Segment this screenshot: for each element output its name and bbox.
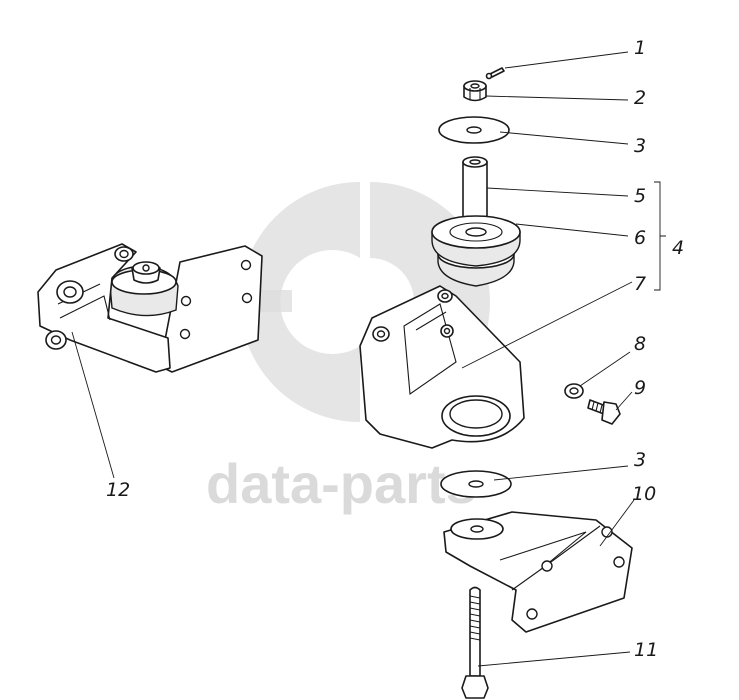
- leader-9: [615, 391, 633, 411]
- leader-11: [477, 651, 631, 667]
- leader-2: [485, 95, 629, 101]
- lower-bracket-part-10: [443, 511, 633, 633]
- washer-bottom-part-3: [440, 470, 512, 498]
- leader-8: [579, 351, 631, 387]
- castle-nut-part-2: [463, 80, 487, 102]
- callout-12: 12: [106, 479, 130, 501]
- callout-labels: 1 2 3 5 6 4 7 8 9 3 10 11 12: [106, 37, 684, 661]
- leader-3-bottom: [493, 465, 629, 481]
- callout-8: 8: [634, 333, 646, 355]
- assembled-mount-part-12: [37, 243, 263, 373]
- callout-1: 1: [634, 37, 646, 59]
- rubber-cushion-part-6: [431, 215, 521, 287]
- cotter-pin-part-1: [485, 67, 505, 80]
- bracket-4: [654, 181, 666, 291]
- callout-4: 4: [672, 237, 684, 259]
- callout-6: 6: [634, 227, 646, 249]
- leader-7: [461, 281, 633, 369]
- leader-12: [71, 331, 115, 479]
- callout-9: 9: [634, 377, 646, 399]
- support-bracket-part-7: [359, 285, 525, 449]
- callout-7: 7: [634, 273, 646, 295]
- sleeve-part-5: [462, 156, 488, 227]
- callout-11: 11: [634, 639, 658, 661]
- leader-1: [504, 51, 629, 69]
- leader-3-top: [499, 131, 629, 145]
- callout-10: 10: [632, 483, 656, 505]
- callout-3-bottom: 3: [634, 449, 646, 471]
- leader-10: [599, 499, 635, 547]
- watermark-text: data-parts: [206, 452, 477, 515]
- callout-2: 2: [634, 87, 646, 109]
- leader-lines: [71, 51, 666, 667]
- leader-6: [515, 223, 629, 237]
- lock-washer-part-8: [564, 383, 584, 399]
- washer-top-part-3: [438, 116, 510, 144]
- bolt-part-9: [587, 399, 621, 425]
- long-bolt-part-11: [461, 586, 489, 699]
- callout-5: 5: [634, 185, 646, 207]
- leader-5: [486, 187, 629, 197]
- callout-3-top: 3: [634, 135, 646, 157]
